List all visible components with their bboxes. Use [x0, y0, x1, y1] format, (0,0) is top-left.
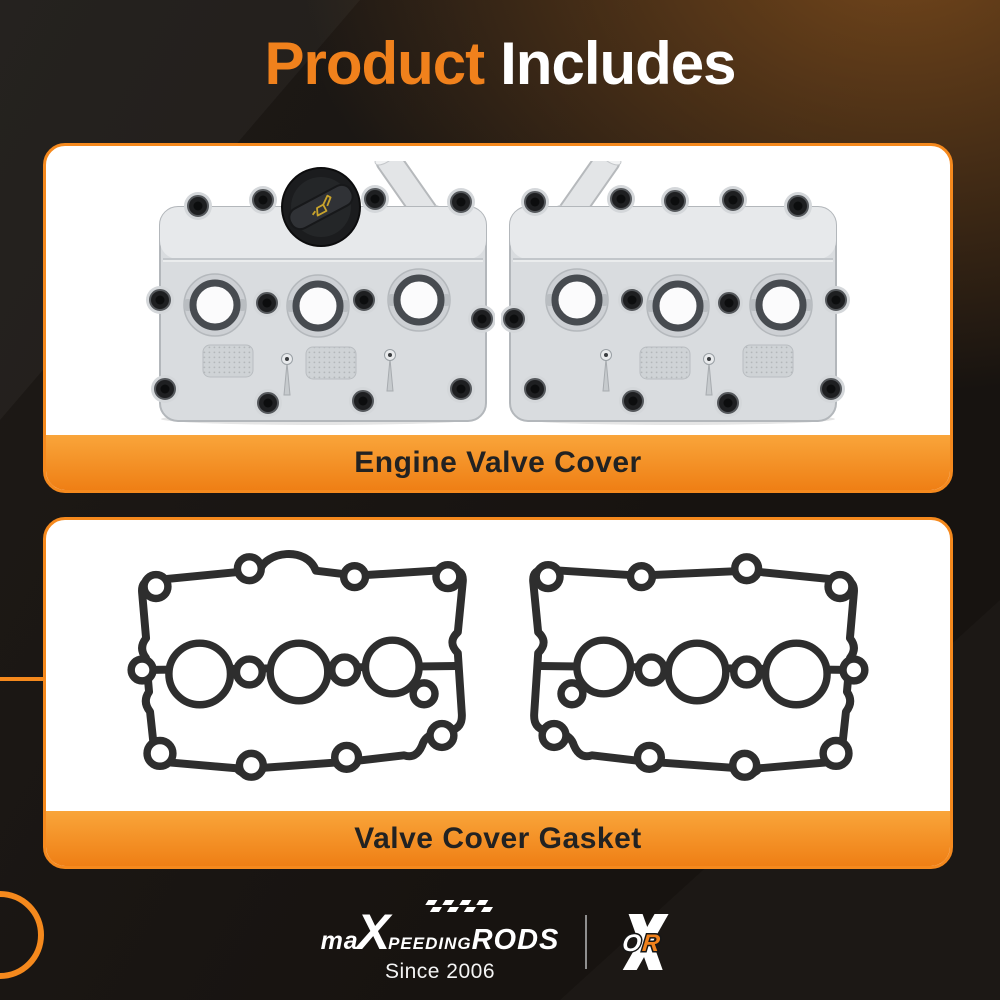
drain-pin — [703, 352, 715, 395]
product-card-engine-valve-cover: Engine Valve Cover — [43, 143, 953, 493]
title-highlight: Product — [264, 30, 485, 97]
gasket-right-image — [529, 552, 869, 781]
valve-cover-photos — [46, 146, 950, 435]
valve-cover-left-image — [145, 160, 495, 425]
drain-pin — [384, 348, 396, 391]
xor-badge-icon: O R — [620, 913, 669, 970]
brand-rods: RODS — [471, 924, 560, 956]
gasket-left-image — [127, 549, 467, 781]
oil-filler-cap — [281, 166, 361, 247]
brand-ma: ma — [320, 927, 359, 955]
card-label: Valve Cover Gasket — [354, 821, 642, 855]
card-label: Engine Valve Cover — [354, 445, 642, 479]
brand-peeding: PEEDING — [388, 934, 472, 953]
checkered-flag-icon — [424, 900, 493, 912]
drain-pin — [281, 352, 293, 395]
card-label-band: Valve Cover Gasket — [46, 811, 950, 866]
badge-letter-o: O — [621, 930, 643, 957]
brand-big-x: X — [356, 904, 391, 960]
oil-can-icon — [311, 194, 332, 216]
gasket-photos — [46, 520, 950, 811]
drain-pin — [600, 348, 612, 391]
brand-since: Since 2006 — [384, 960, 496, 983]
title-rest: Includes — [500, 30, 736, 97]
valve-cover-right-image — [501, 160, 851, 425]
badge-letter-r: R — [641, 930, 662, 957]
product-card-valve-cover-gasket: Valve Cover Gasket — [43, 517, 953, 869]
accent-line-decoration — [0, 677, 44, 681]
footer-divider — [585, 914, 588, 969]
card-label-band: Engine Valve Cover — [46, 435, 950, 490]
